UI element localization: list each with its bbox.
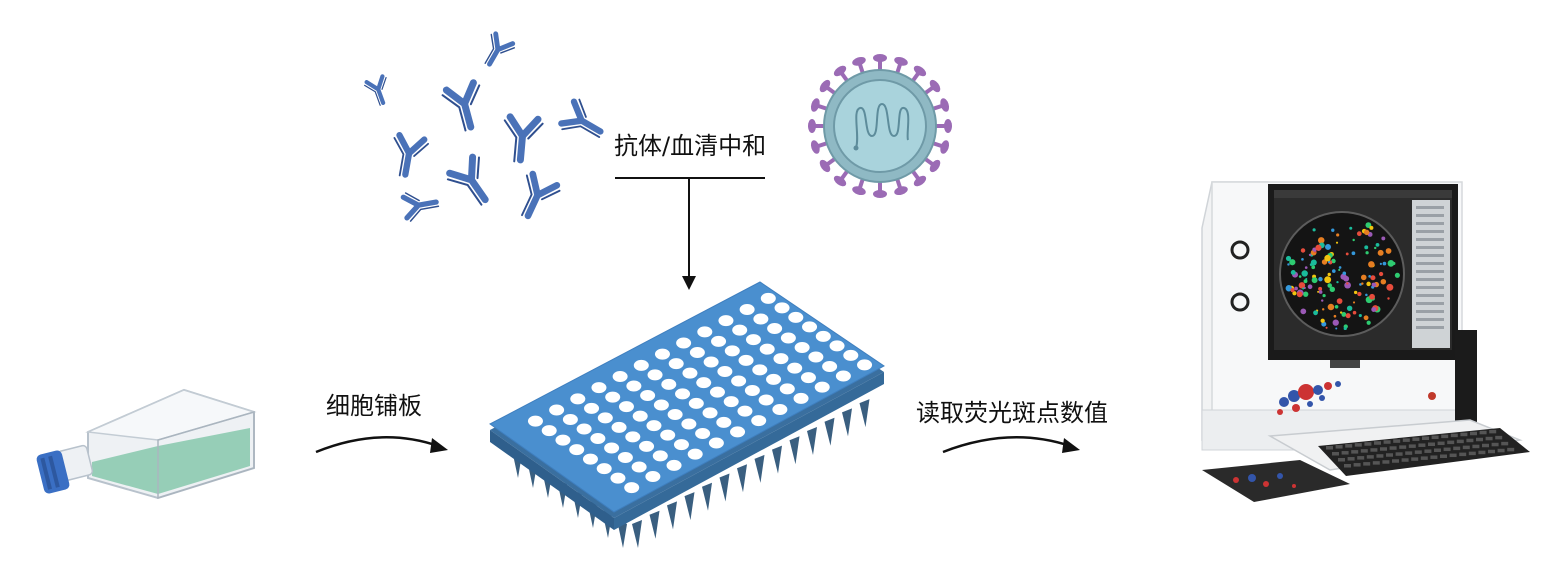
96-well-plate-icon (489, 281, 885, 548)
label-read-spots: 读取荧光斑点数值 (916, 399, 1108, 427)
antibody-icon (442, 81, 490, 133)
antibody-icon (559, 98, 610, 147)
antibody-icon (501, 116, 543, 163)
label-cell-seeding: 细胞铺板 (326, 392, 422, 420)
cell-culture-flask-icon (36, 388, 257, 500)
antibody-icon (403, 188, 440, 222)
virus-icon (808, 54, 952, 198)
antibody-cluster (364, 32, 611, 225)
antibody-icon (364, 75, 394, 108)
antibody-icon (388, 134, 429, 179)
antibody-icon (477, 32, 515, 72)
label-neutralization: 抗体/血清中和 (614, 132, 767, 160)
antibody-icon (511, 172, 561, 225)
elispot-reader-icon (1201, 181, 1530, 502)
curved-arrow-seed (315, 436, 439, 454)
curved-arrow-read (942, 436, 1071, 454)
antibody-icon (446, 154, 502, 212)
